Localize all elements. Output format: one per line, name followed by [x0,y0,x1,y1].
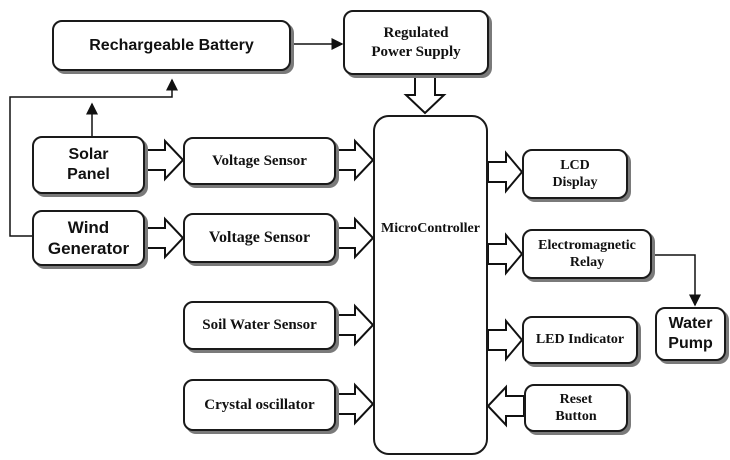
electromagnetic-relay-block: Electromagnetic Relay [522,229,652,279]
reset-button-block: Reset Button [524,384,628,432]
wind-to-battery-line [9,78,178,237]
microcontroller-block: MicroController [373,115,488,455]
voltage-sensor-1-block: Voltage Sensor [183,137,336,185]
wind-generator-block: Wind Generator [32,210,145,266]
soil-water-sensor-label: Soil Water Sensor [202,317,317,334]
voltage-sensor-2-to-mcu-arrow [336,216,375,260]
microcontroller-label: MicroController [380,221,480,236]
solar-panel-block: Solar Panel [32,136,145,194]
soil-water-sensor-block: Soil Water Sensor [183,301,336,350]
voltage-sensor-1-to-mcu-arrow [336,138,375,182]
wind-to-voltage-sensor-arrow [146,216,185,260]
relay-to-pump-line [652,254,701,307]
led-indicator-label: LED Indicator [535,332,625,348]
voltage-sensor-1-label: Voltage Sensor [212,152,307,169]
power-supply-to-mcu-arrow [403,76,447,115]
led-indicator-block: LED Indicator [522,316,638,364]
rechargeable-battery-label: Rechargeable Battery [89,36,254,54]
reset-to-mcu-arrow [486,384,525,428]
block-arrows [146,76,525,428]
mcu-to-led-arrow [487,318,524,362]
mcu-to-lcd-arrow [487,150,524,194]
regulated-power-supply-label: Regulated Power Supply [371,24,461,60]
water-pump-block: Water Pump [655,307,726,361]
voltage-sensor-2-label: Voltage Sensor [208,229,311,246]
regulated-power-supply-block: Regulated Power Supply [343,10,489,75]
crystal-to-mcu-arrow [336,382,375,426]
crystal-oscillator-label: Crystal oscillator [204,396,315,413]
rechargeable-battery-block: Rechargeable Battery [52,20,291,71]
reset-button-label: Reset Button [555,391,597,425]
soil-sensor-to-mcu-arrow [336,303,375,347]
crystal-oscillator-block: Crystal oscillator [183,379,336,431]
lcd-display-block: LCD Display [522,149,628,199]
wind-generator-label: Wind Generator [47,217,130,258]
solar-to-voltage-sensor-arrow [146,138,185,182]
line-arrows [9,38,701,307]
water-pump-label: Water Pump [668,315,713,352]
voltage-sensor-2-block: Voltage Sensor [183,213,336,263]
solar-panel-label: Solar Panel [67,146,110,183]
electromagnetic-relay-label: Electromagnetic Relay [538,237,636,271]
mcu-to-relay-arrow [487,232,524,276]
lcd-display-label: LCD Display [552,157,598,191]
